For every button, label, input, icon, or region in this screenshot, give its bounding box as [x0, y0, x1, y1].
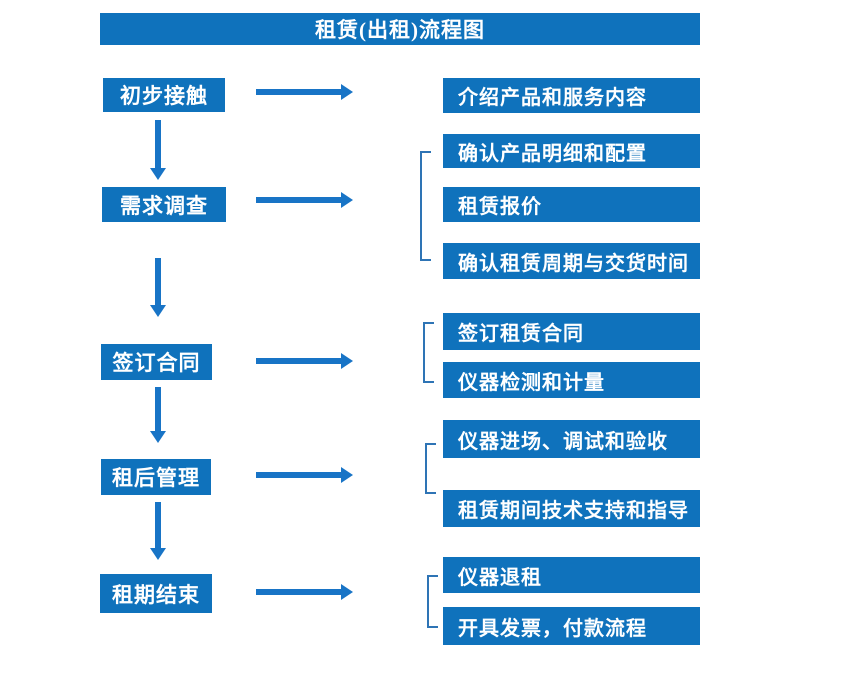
arrow-down-shaft: [155, 502, 161, 548]
arrow-down-shaft: [155, 387, 161, 431]
output-box-confirm-product-details: 确认产品明细和配置: [443, 134, 700, 168]
output-label: 确认产品明细和配置: [458, 142, 647, 165]
stage-label: 签订合同: [112, 351, 201, 375]
arrow-down-head: [150, 305, 166, 317]
arrow-right-head: [341, 84, 353, 100]
output-box-instrument-setup: 仪器进场、调试和验收: [443, 420, 700, 458]
stage-box-initial-contact: 初步接触: [103, 78, 225, 112]
arrow-right-shaft: [256, 472, 342, 478]
stage-box-rental-end: 租期结束: [100, 574, 212, 613]
output-label: 开具发票，付款流程: [458, 617, 647, 640]
output-box-invoice-payment: 开具发票，付款流程: [443, 607, 700, 645]
stage-box-post-rental-management: 租后管理: [101, 459, 211, 495]
arrow-right-shaft: [256, 197, 342, 203]
arrow-right-shaft: [256, 89, 342, 95]
arrow-right-shaft: [256, 358, 342, 364]
output-box-instrument-testing: 仪器检测和计量: [443, 362, 700, 398]
output-box-sign-rental-contract: 签订租赁合同: [443, 313, 700, 350]
arrow-down-head: [150, 548, 166, 560]
output-box-confirm-rental-period: 确认租赁周期与交货时间: [443, 243, 700, 279]
stage-label: 租期结束: [112, 582, 200, 607]
arrow-down-shaft: [155, 120, 161, 168]
arrow-down-head: [150, 168, 166, 180]
output-box-instrument-return: 仪器退租: [443, 557, 700, 593]
arrow-right-head: [341, 584, 353, 600]
arrow-down-shaft: [155, 258, 161, 305]
arrow-right-shaft: [256, 589, 342, 595]
output-label: 租赁报价: [458, 196, 542, 218]
output-label: 确认租赁周期与交货时间: [458, 252, 689, 275]
arrow-right-head: [341, 192, 353, 208]
stage-box-sign-contract: 签订合同: [101, 344, 212, 380]
arrow-right-head: [341, 467, 353, 483]
stage-box-demand-survey: 需求调查: [102, 187, 226, 222]
arrow-right-head: [341, 353, 353, 369]
bracket-stage-3: [423, 322, 434, 383]
output-box-introduce-products: 介绍产品和服务内容: [443, 78, 700, 113]
flowchart-title-bar: 租赁(出租)流程图: [100, 13, 700, 45]
output-label: 租赁期间技术支持和指导: [458, 500, 689, 522]
output-label: 签订租赁合同: [458, 323, 584, 345]
output-box-technical-support: 租赁期间技术支持和指导: [443, 490, 700, 527]
output-label: 仪器退租: [458, 566, 542, 589]
stage-label: 需求调查: [120, 193, 208, 218]
output-box-rental-quote: 租赁报价: [443, 187, 700, 222]
output-label: 仪器进场、调试和验收: [458, 430, 668, 453]
arrow-down-head: [150, 431, 166, 443]
bracket-stage-4: [425, 443, 436, 494]
flowchart-title: 租赁(出租)流程图: [315, 18, 485, 42]
bracket-stage-5: [427, 575, 438, 628]
stage-label: 初步接触: [120, 84, 208, 108]
output-label: 仪器检测和计量: [458, 371, 605, 394]
bracket-stage-2: [420, 151, 431, 261]
output-label: 介绍产品和服务内容: [458, 87, 647, 109]
stage-label: 租后管理: [112, 466, 200, 490]
